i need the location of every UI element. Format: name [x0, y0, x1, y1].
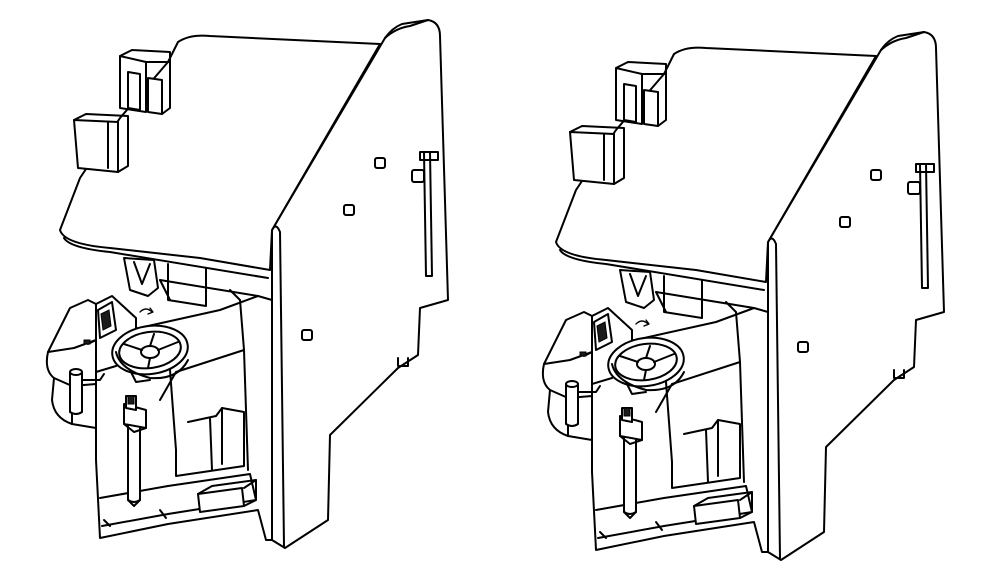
- left-view: [45, 19, 449, 549]
- cabinet-drawing-right: [541, 31, 945, 561]
- cabinet-drawing-left: [45, 19, 449, 549]
- right-view: [500, 0, 1000, 588]
- cabinet-assembly-left: [45, 19, 449, 549]
- cabinet-assembly-right: [541, 31, 945, 561]
